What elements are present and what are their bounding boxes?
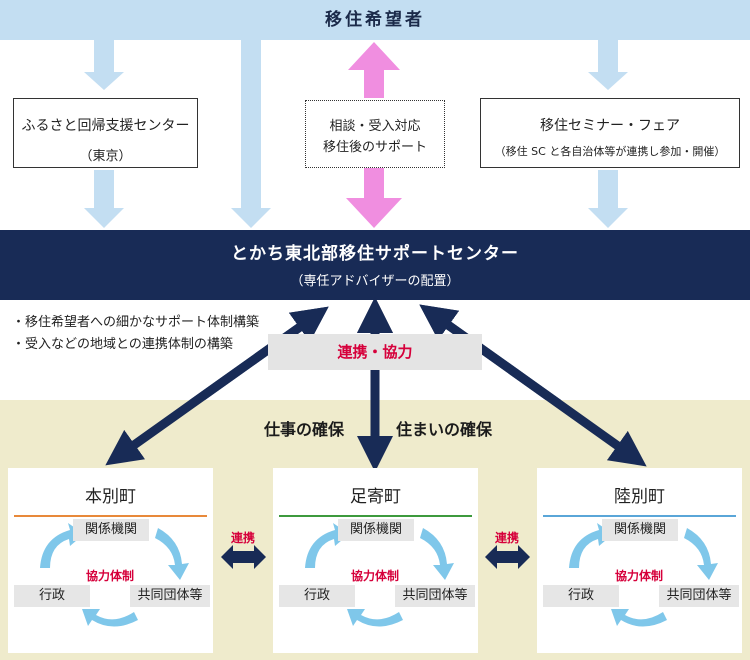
consult-line2: 移住後のサポート	[322, 140, 427, 155]
town-underline	[543, 515, 736, 517]
furusato-name: ふるさと回帰支援センター	[21, 118, 190, 134]
partners-label: 共同団体等	[659, 585, 739, 607]
partners-label: 共同団体等	[395, 585, 475, 607]
renkei-arrow-right	[485, 545, 530, 569]
housing-label: 住まいの確保	[396, 420, 493, 439]
consult-line1: 相談・受入対応	[329, 119, 421, 134]
seminar-note: （移住 SC と各自治体等が連携し参加・開催）	[494, 145, 726, 158]
pink-down-arrow	[346, 168, 402, 228]
down-arrows-left	[84, 40, 124, 228]
renkei-label: 連携	[494, 531, 519, 545]
collab-label: 連携・協力	[337, 343, 413, 361]
support-center-band: とかち東北部移住サポートセンター （専任アドバイザーの配置）	[0, 230, 750, 300]
admin-label: 行政	[543, 585, 619, 607]
related-org-label: 関係機関	[602, 519, 678, 541]
furusato-location: （東京）	[79, 149, 132, 164]
top-banner	[0, 0, 750, 40]
renkei-arrow-left	[221, 545, 266, 569]
coop-system-label: 協力体制	[85, 569, 134, 583]
down-arrows-right	[588, 40, 628, 228]
town-name: 陸別町	[614, 487, 665, 507]
town-underline	[279, 515, 472, 517]
town-name: 本別町	[85, 487, 136, 507]
support-center-subtitle: （専任アドバイザーの配置）	[290, 274, 460, 289]
support-center-title: とかち東北部移住サポートセンター	[231, 244, 519, 264]
coop-system-label: 協力体制	[614, 569, 663, 583]
direct-down-arrow	[231, 40, 271, 228]
seminar-box: 移住セミナー・フェア （移住 SC と各自治体等が連携し参加・開催）	[480, 98, 740, 168]
job-label: 仕事の確保	[264, 420, 345, 439]
collab-band	[268, 334, 482, 370]
furusato-center-box: ふるさと回帰支援センター （東京）	[13, 98, 198, 168]
related-org-label: 関係機関	[338, 519, 414, 541]
related-org-label: 関係機関	[73, 519, 149, 541]
seminar-title: 移住セミナー・フェア	[540, 118, 680, 134]
coop-system-label: 協力体制	[350, 569, 399, 583]
admin-label: 行政	[14, 585, 90, 607]
town-name: 足寄町	[350, 487, 401, 507]
town-underline	[14, 515, 207, 517]
consult-box: 相談・受入対応 移住後のサポート	[305, 100, 445, 168]
renkei-label: 連携	[230, 531, 255, 545]
partners-label: 共同団体等	[130, 585, 210, 607]
pink-up-arrow	[348, 42, 400, 98]
migrants-title: 移住希望者	[325, 10, 425, 30]
admin-label: 行政	[279, 585, 355, 607]
